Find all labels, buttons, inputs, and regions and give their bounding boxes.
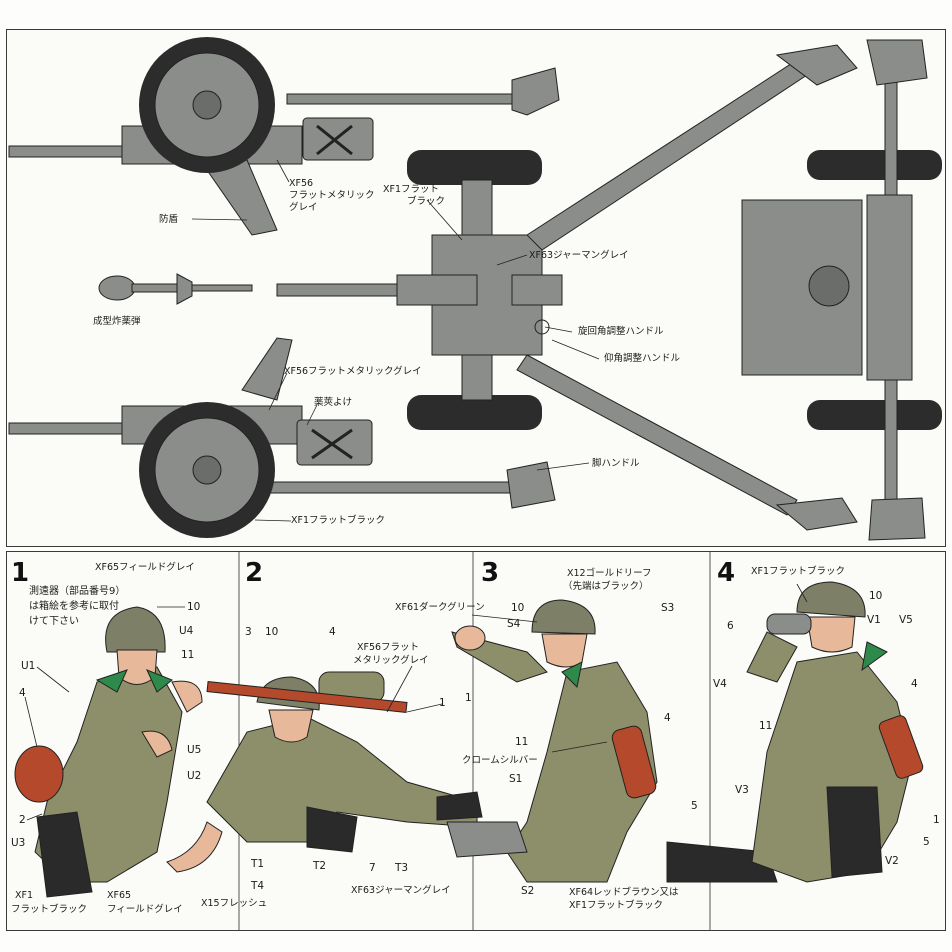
label-casing-guard: 薬莢よけ bbox=[314, 397, 353, 408]
s2-part-4: 4 bbox=[329, 626, 336, 638]
s4-part-1: 1 bbox=[933, 814, 940, 826]
s2-label-xf56-a: XF56フラット bbox=[357, 642, 420, 653]
s3-part-10: 10 bbox=[511, 602, 525, 614]
step-number-3: 3 bbox=[481, 558, 500, 588]
s4-part-4: 4 bbox=[911, 678, 918, 690]
s4-label-xf1: XF1フラットブラック bbox=[751, 566, 846, 577]
s1-label-xf65-b: フィールドグレイ bbox=[107, 904, 183, 915]
s3-part-5: 5 bbox=[691, 800, 698, 812]
figure-2-soldier bbox=[166, 671, 483, 873]
s4-part-v4: V4 bbox=[713, 678, 727, 690]
s2-part-7: 7 bbox=[369, 862, 376, 874]
s2-label-xf56-b: メタリックグレイ bbox=[353, 655, 429, 666]
figures-drawings bbox=[14, 552, 924, 930]
s2-part-t1: T1 bbox=[251, 858, 265, 870]
label-shell: 成型炸薬弾 bbox=[93, 316, 141, 327]
s1-label-xf1-a: XF1 bbox=[15, 890, 34, 901]
s3-part-s1: S1 bbox=[509, 773, 523, 785]
label-xf1-flat-1: XF1フラット bbox=[383, 184, 440, 195]
label-shield: 防盾 bbox=[159, 214, 179, 225]
s3-part-s4: S4 bbox=[507, 618, 521, 630]
s3-label-x12-b: （先端はブラック） bbox=[563, 581, 649, 592]
side-view-lower bbox=[8, 337, 556, 538]
s4-part-v3: V3 bbox=[735, 784, 749, 796]
shell-drawing bbox=[98, 273, 253, 305]
s2-part-t4: T4 bbox=[251, 880, 265, 892]
s1-note: 測遠器（部品番号9）は箱絵を参考に取付けて下さい bbox=[29, 586, 121, 627]
s3-part-s3: S3 bbox=[661, 602, 675, 614]
leader-lines bbox=[191, 159, 600, 522]
s2-part-1: 1 bbox=[439, 697, 446, 709]
figure-4-soldier bbox=[746, 581, 924, 883]
s1-label-xf1-b: フラットブラック bbox=[11, 904, 88, 915]
s4-part-10: 10 bbox=[869, 590, 883, 602]
s2-part-t3: T3 bbox=[395, 862, 409, 874]
label-xf56-lower: XF56フラットメタリックグレイ bbox=[284, 366, 422, 377]
figure-1-soldier bbox=[14, 606, 203, 898]
s1-part-u2: U2 bbox=[187, 770, 202, 782]
step-number-1: 1 bbox=[11, 558, 30, 588]
s3-label-chrome: クロームシルバー bbox=[462, 755, 538, 766]
s4-part-6: 6 bbox=[727, 620, 734, 632]
label-xf56-upper-2: フラットメタリック bbox=[289, 190, 375, 201]
s3-part-s2: S2 bbox=[521, 885, 535, 897]
s1-part-11: 11 bbox=[181, 649, 195, 661]
s2-part-t2: T2 bbox=[313, 860, 327, 872]
s3-part-1: 1 bbox=[465, 692, 472, 704]
s1-label-xf65: XF65フィールドグレイ bbox=[95, 562, 195, 573]
rear-view bbox=[741, 39, 942, 541]
label-leg-handle: 脚ハンドル bbox=[592, 458, 640, 469]
gun-diagram-panel: XF56 フラットメタリック グレイ 防盾 XF1フラット ブラック XF63ジ… bbox=[6, 29, 946, 547]
top-view-center bbox=[276, 44, 858, 531]
s1-label-xf65-a: XF65 bbox=[107, 890, 132, 901]
s4-part-v1: V1 bbox=[867, 614, 881, 626]
s4-part-v5: V5 bbox=[899, 614, 913, 626]
figures-panel: 1 2 3 4 XF65フィールドグレイ 測遠器（部品番号9）は箱絵を参考に取付… bbox=[6, 551, 946, 931]
s2-label-xf63: XF63ジャーマングレイ bbox=[351, 885, 451, 896]
label-xf1-bottom: XF1フラットブラック bbox=[291, 515, 386, 526]
step-number-2: 2 bbox=[245, 558, 264, 588]
figure-3-soldier bbox=[446, 599, 778, 883]
label-xf56-upper-1: XF56 bbox=[289, 178, 314, 189]
s1-part-u1: U1 bbox=[21, 660, 36, 672]
s2-label-x15: X15フレッシュ bbox=[201, 898, 268, 909]
s4-part-5: 5 bbox=[923, 836, 930, 848]
s3-label-x12-a: X12ゴールドリーフ bbox=[567, 568, 652, 579]
label-xf63: XF63ジャーマングレイ bbox=[529, 250, 629, 261]
label-xf1-flat-2: ブラック bbox=[407, 196, 446, 207]
label-traverse-handle: 旋回角調整ハンドル bbox=[578, 326, 664, 337]
s1-part-10: 10 bbox=[187, 601, 201, 613]
s3-label-xf64-b: XF1フラットブラック bbox=[569, 900, 664, 911]
s1-part-4: 4 bbox=[19, 687, 26, 699]
s4-part-v2: V2 bbox=[885, 855, 899, 867]
s2-part-3: 3 bbox=[245, 626, 252, 638]
side-view-upper bbox=[8, 37, 560, 236]
gun-drawings bbox=[8, 37, 942, 541]
figure-leader-lines bbox=[24, 583, 808, 821]
s3-part-4: 4 bbox=[664, 712, 671, 724]
label-elevation-handle: 仰角調整ハンドル bbox=[604, 353, 681, 364]
s1-part-u4: U4 bbox=[179, 625, 194, 637]
s3-part-11: 11 bbox=[515, 736, 529, 748]
label-xf56-upper-3: グレイ bbox=[289, 202, 318, 213]
s1-part-u5: U5 bbox=[187, 744, 202, 756]
s1-part-2: 2 bbox=[19, 814, 26, 826]
s4-part-11: 11 bbox=[759, 720, 773, 732]
s2-part-10: 10 bbox=[265, 626, 279, 638]
s3-label-xf61: XF61ダークグリーン bbox=[395, 602, 485, 613]
s3-label-xf64-a: XF64レッドブラウン又は bbox=[569, 887, 679, 898]
s1-part-u3: U3 bbox=[11, 837, 26, 849]
step-number-4: 4 bbox=[717, 558, 736, 588]
